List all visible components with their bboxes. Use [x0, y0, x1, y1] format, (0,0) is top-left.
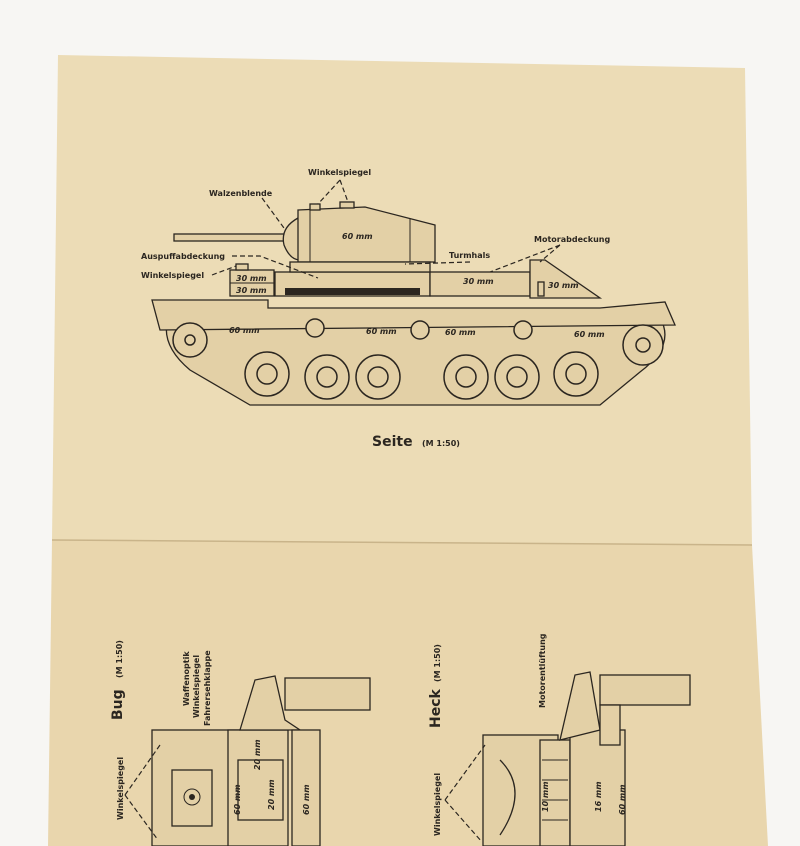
bow-label-winkelspiegel-1: Winkelspiegel	[192, 655, 201, 718]
tank-stern-view	[482, 671, 691, 846]
thickness-rear-deck: 30 mm	[463, 277, 494, 286]
bow-thickness-a: 60 mm	[233, 784, 242, 815]
bow-thickness-d: 60 mm	[302, 784, 311, 815]
stern-view-scale: (M 1:50)	[433, 644, 442, 682]
wheels	[172, 318, 664, 400]
thickness-side-3: 60 mm	[445, 328, 476, 337]
tank-side-view	[151, 179, 676, 406]
side-view-scale: (M 1:50)	[422, 439, 460, 448]
thickness-engine-cover: 30 mm	[548, 281, 579, 290]
stern-label-winkelspiegel: Winkelspiegel	[433, 773, 442, 836]
thickness-side-4: 60 mm	[574, 330, 605, 339]
thickness-turret: 60 mm	[342, 232, 373, 241]
top-page	[52, 55, 752, 545]
gun-barrel	[173, 233, 287, 242]
bow-thickness-b: 20 mm	[267, 779, 276, 810]
label-walzenblende: Walzenblende	[209, 189, 273, 198]
thickness-side-2: 60 mm	[366, 327, 397, 336]
bow-view-title: Bug	[110, 689, 126, 720]
stern-thickness-a: 10 mm	[541, 781, 550, 812]
bow-label-waffenoptik: Waffenoptik	[182, 651, 191, 706]
engine-cover	[529, 259, 603, 299]
label-winkelspiegel-hull: Winkelspiegel	[141, 271, 204, 280]
mantlet	[282, 216, 301, 261]
stern-view-title: Heck	[428, 688, 444, 728]
stern-label-motorentlueftung: Motorentlüftung	[538, 633, 547, 708]
stern-thickness-c: 60 mm	[618, 784, 627, 815]
label-turmhals: Turmhals	[449, 251, 490, 260]
page-fold	[51, 539, 753, 546]
label-auspuffabdeckung: Auspuffabdeckung	[141, 252, 225, 261]
thickness-side-1: 60 mm	[229, 326, 260, 335]
bow-label-winkelspiegel-2: Winkelspiegel	[116, 757, 125, 820]
thickness-front-lower: 30 mm	[236, 286, 267, 295]
side-view-title: Seite	[372, 434, 413, 450]
rear-deck	[429, 271, 531, 297]
hull-fender	[151, 299, 676, 331]
thickness-front-upper: 30 mm	[236, 274, 267, 283]
bow-view-scale: (M 1:50)	[115, 640, 124, 678]
label-winkelspiegel-turret: Winkelspiegel	[308, 168, 371, 177]
bow-label-fahrersehklappe: Fahrersehklappe	[203, 650, 212, 726]
tank-bow-view	[151, 675, 371, 846]
bow-thickness-c: 20 mm	[253, 739, 262, 770]
label-motorabdeckung: Motorabdeckung	[534, 235, 610, 244]
stern-thickness-b: 16 mm	[594, 781, 603, 812]
track	[165, 317, 666, 406]
